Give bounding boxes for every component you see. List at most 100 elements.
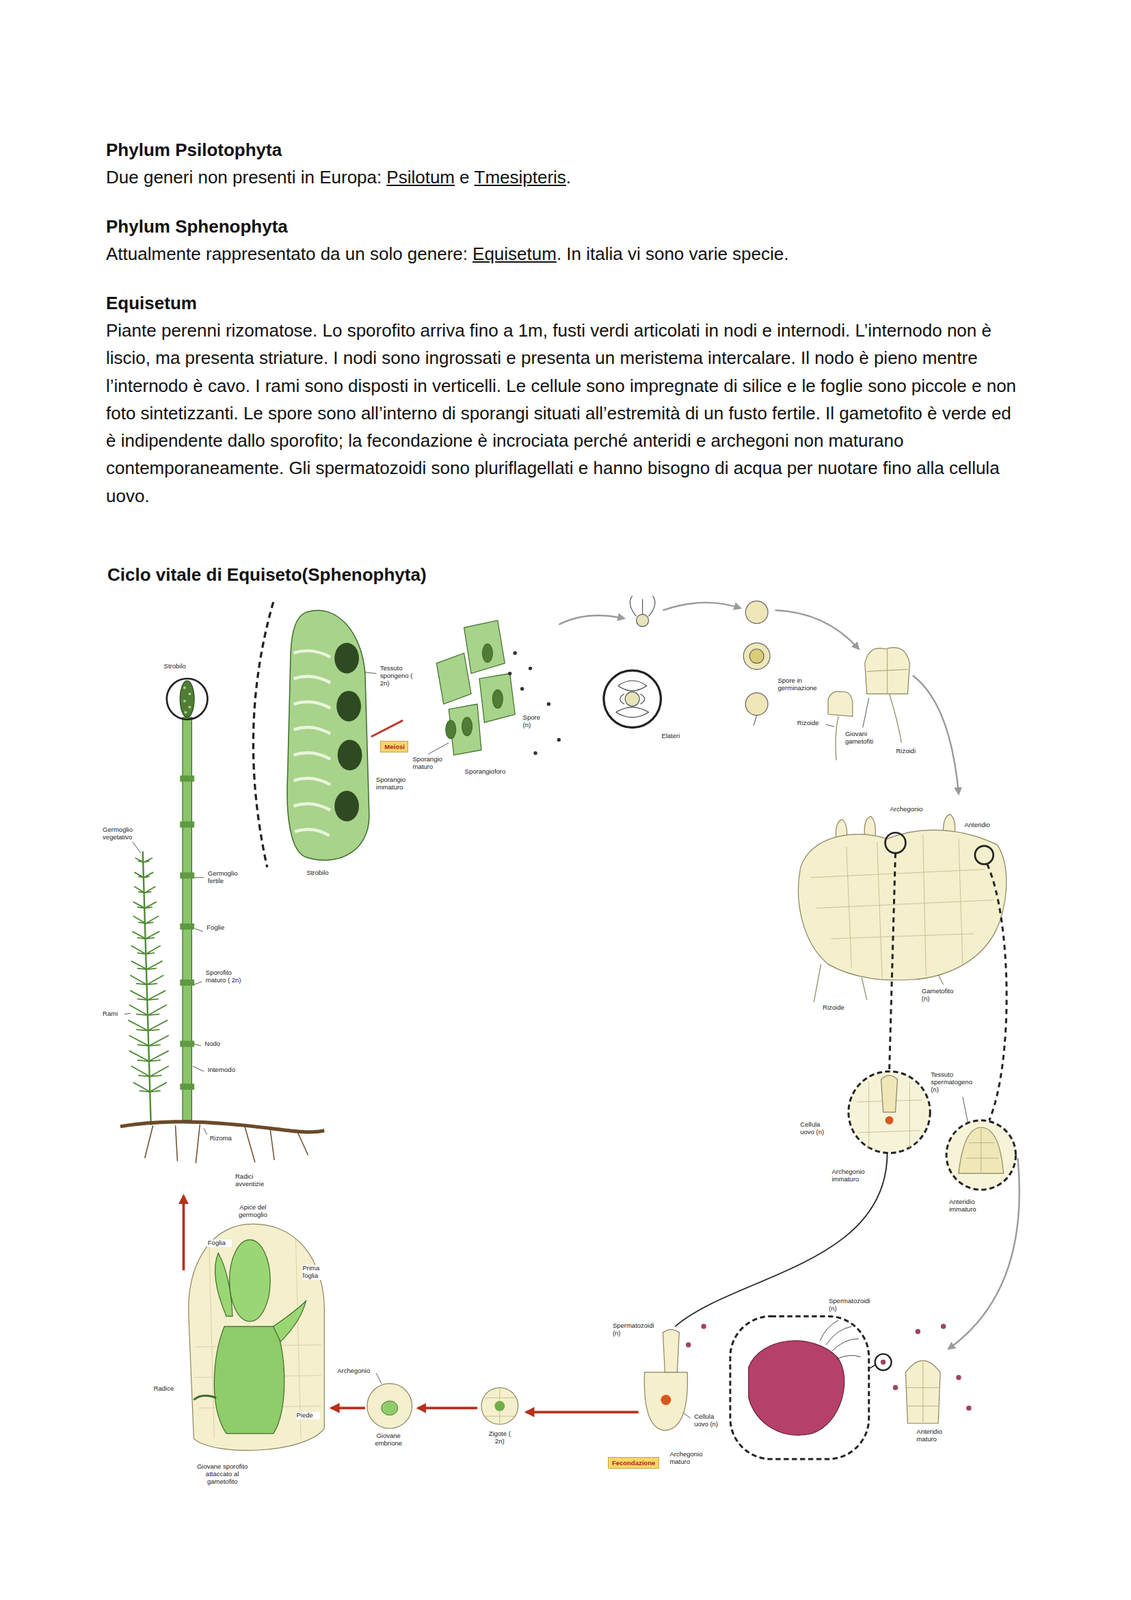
fertile-shoot — [183, 699, 186, 703]
sperm-detail — [819, 1319, 861, 1359]
part-label: Cellula uovo (n) — [693, 1412, 725, 1428]
germinating-spores — [753, 715, 757, 726]
elater-spore — [603, 595, 662, 727]
body-text: e — [459, 166, 470, 188]
heading-text: Phylum Sphenophyta — [105, 216, 288, 237]
part-label: Strobilo — [305, 869, 337, 877]
immature-archegonium — [881, 1074, 898, 1112]
young-sporophyte — [214, 1325, 284, 1434]
part-label: Archegonio — [336, 1366, 376, 1375]
leader-line — [862, 697, 870, 727]
fertile-shoot — [179, 680, 195, 718]
young-gametophytes — [889, 693, 902, 743]
part-label: Elateri — [660, 732, 690, 740]
box-text: Fecondazione — [611, 1458, 656, 1467]
part-label: Archegonio maturo — [668, 1450, 708, 1466]
cycle-arrow — [558, 615, 624, 625]
part-label: Piede — [296, 1411, 321, 1419]
young-gametophytes — [835, 715, 839, 760]
part-label: Nodo — [203, 1040, 227, 1048]
leader-line — [826, 724, 835, 727]
part-label: Internodo — [207, 1066, 249, 1074]
vegetative-shoot — [128, 858, 169, 1093]
mature-antheridium — [869, 1364, 875, 1368]
spores — [508, 671, 512, 675]
part-label: Radice — [153, 1384, 182, 1393]
strobilus-section — [294, 650, 331, 835]
strobilus-section — [334, 790, 359, 822]
zoom-guide — [987, 863, 1007, 1120]
part-label: Germoglio fertile — [207, 869, 249, 885]
leader-line — [203, 1128, 207, 1135]
part-label: Spore in germinazione — [777, 676, 823, 693]
leader-line — [193, 876, 204, 878]
zoom-guide — [889, 852, 896, 1071]
zygote — [481, 1387, 519, 1425]
immature-antheridium — [958, 1126, 1004, 1173]
leader-line — [194, 927, 204, 931]
body-paragraph: Attualmente rappresentato da un solo gen… — [105, 240, 1026, 268]
mature-antheridium — [880, 1359, 886, 1365]
leader-line — [193, 981, 202, 984]
part-label: Rizoma — [209, 1134, 241, 1142]
mature-antheridium — [893, 1384, 898, 1390]
fertile-shoot — [184, 710, 188, 714]
meiosis-line — [371, 720, 403, 737]
immature-archegonium — [848, 1070, 930, 1153]
leader-line — [124, 671, 969, 1419]
leader-line — [132, 841, 141, 853]
part-label: Anteridio maturo — [915, 1427, 953, 1443]
part-label: Spermatozoidi (n) — [611, 1321, 660, 1337]
fertile-shoot — [179, 1083, 195, 1090]
strobilus-section — [287, 609, 370, 860]
body-paragraph: Piante perenni rizomatose. Lo sporofito … — [105, 316, 1026, 510]
sporangiophore — [436, 653, 472, 705]
part-label: Cellula uovo (n) — [799, 1120, 835, 1136]
part-label: Strobilo — [163, 662, 197, 671]
zoom-arc — [253, 601, 273, 868]
germinating-spores — [743, 601, 770, 726]
part-label: Giovane embrione — [365, 1431, 413, 1447]
spores — [547, 702, 551, 706]
mature-archegonium — [685, 1341, 691, 1347]
part-label: Anteridio — [963, 821, 1000, 829]
mature-gametophyte — [798, 813, 1007, 1002]
elater-spore — [629, 595, 656, 617]
body-text: . In italia vi sono varie specie. — [556, 243, 790, 264]
heading-text: Equisetum — [105, 292, 197, 314]
spores — [520, 686, 524, 690]
development-arrow — [417, 1406, 478, 1410]
part-label: Sporangio immaturo — [375, 776, 415, 792]
meiosis-line — [371, 720, 403, 737]
part-label: Rizoidi — [895, 747, 925, 755]
part-label: Sporofito maturo ( 2n) — [205, 968, 245, 984]
spores — [557, 737, 561, 742]
body-text: Piante perenni rizomatose. Lo sporofito … — [105, 320, 1017, 507]
young-sporophyte — [229, 1239, 271, 1321]
part-label: Foglie — [205, 923, 232, 932]
germinating-spores — [745, 692, 768, 716]
box-text: Meiosi — [384, 742, 405, 751]
germinating-spores — [749, 648, 764, 664]
cycle-arrow — [558, 602, 1019, 1349]
rhizome — [120, 1121, 325, 1132]
mature-antheridium — [940, 1323, 946, 1328]
young-sporophyte — [215, 1252, 234, 1316]
leader-line — [428, 742, 449, 754]
sporangiophore — [482, 643, 493, 662]
sporangiophore — [462, 717, 473, 736]
part-label: Gametofito (n) — [921, 987, 958, 1003]
rhizome — [144, 1124, 309, 1164]
zygote — [494, 1400, 505, 1411]
mature-antheridium — [915, 1328, 921, 1334]
leader-line — [124, 1012, 131, 1014]
leader-line — [193, 1043, 201, 1046]
mature-antheridium — [955, 1374, 961, 1380]
immature-archegonium — [848, 1070, 930, 1153]
mature-gametophyte — [810, 834, 995, 978]
young-gametophytes — [867, 648, 909, 695]
part-label: Germoglio vegetativo — [101, 826, 150, 842]
elater-spore — [603, 670, 662, 728]
part-label: Sporangio maturo — [412, 755, 452, 771]
